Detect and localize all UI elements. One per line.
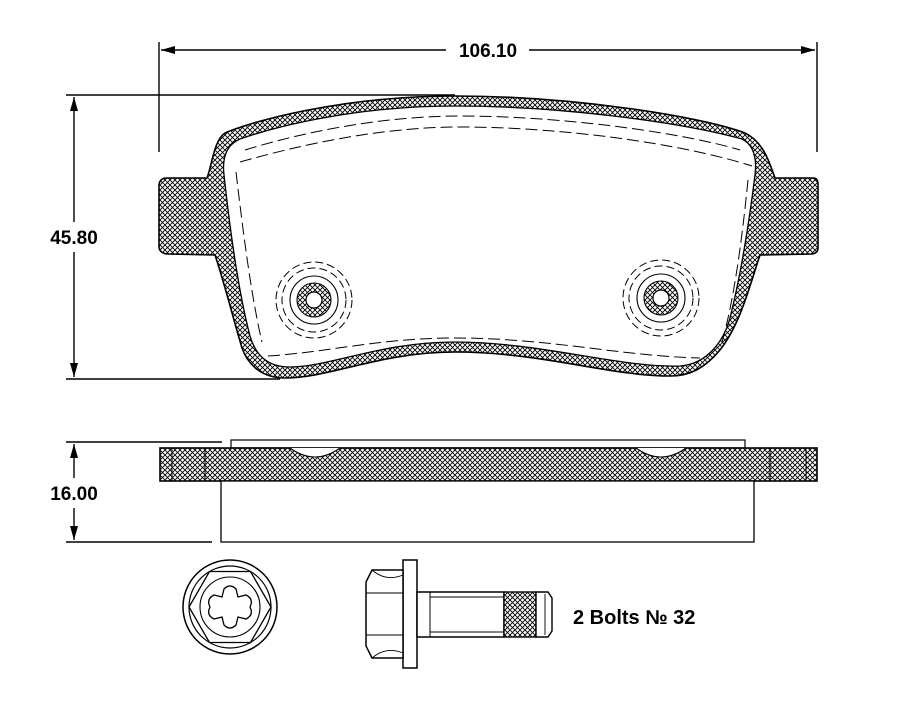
friction-material <box>222 105 757 368</box>
side-backing-plate <box>159 447 818 482</box>
side-friction-block <box>220 480 755 543</box>
height-dimension-label: 45.80 <box>50 228 98 249</box>
width-dimension: 106.10 <box>158 41 818 152</box>
pad-front-view <box>158 95 819 379</box>
pad-side-view <box>159 439 818 543</box>
torx-socket <box>208 585 252 629</box>
bolts-caption: 2 Bolts № 32 <box>573 607 695 629</box>
height-dimension: 45.80 <box>40 94 455 380</box>
bolt-side-view <box>365 559 553 669</box>
thickness-dimension-label: 16.00 <box>50 484 98 505</box>
thickness-dimension: 16.00 <box>40 441 222 543</box>
right-pin <box>622 259 700 337</box>
width-dimension-label: 106.10 <box>459 41 517 62</box>
left-pin <box>275 261 353 339</box>
bolt-thread <box>503 591 537 638</box>
bolt-end-view <box>182 559 278 655</box>
